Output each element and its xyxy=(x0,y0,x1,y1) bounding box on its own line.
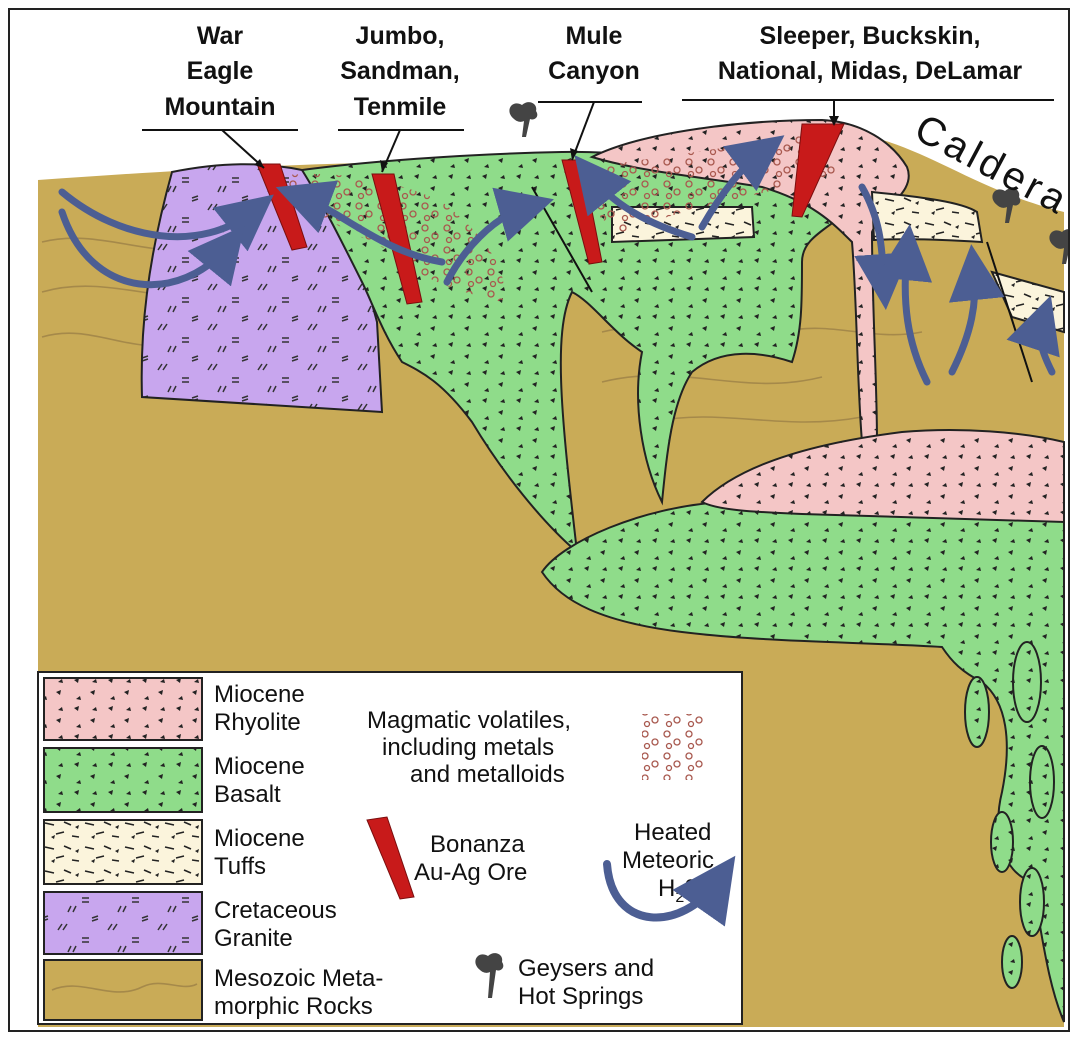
label-war-eagle: War Eagle Mountain xyxy=(142,22,298,168)
legend-swatch-rhyolite xyxy=(44,678,202,740)
legend-rhyolite-2: Rhyolite xyxy=(214,709,301,736)
label-jumbo: Jumbo, Sandman, Tenmile xyxy=(338,22,464,172)
legend-metamorphic-1: Mesozoic Meta- xyxy=(214,965,383,992)
legend-rhyolite-1: Miocene xyxy=(214,681,305,708)
legend-basalt-2: Basalt xyxy=(214,781,281,808)
legend-swatch-tuffs xyxy=(44,820,202,884)
jumbo-line2: Sandman, xyxy=(340,57,459,85)
jumbo-line1: Jumbo, xyxy=(356,22,445,50)
war-eagle-line1: War xyxy=(197,22,244,50)
legend-water-2: Meteoric xyxy=(622,847,714,874)
legend-swatch-metamorphic xyxy=(44,960,202,1020)
legend-tuffs-2: Tuffs xyxy=(214,853,266,880)
label-sleeper: Sleeper, Buckskin, National, Midas, DeLa… xyxy=(682,22,1054,126)
mule-line2: Canyon xyxy=(548,57,640,85)
legend-geysers-1: Geysers and xyxy=(518,955,654,982)
legend-swatch-basalt xyxy=(44,748,202,812)
legend-granite-2: Granite xyxy=(214,925,293,952)
war-eagle-line2: Eagle xyxy=(187,57,254,85)
legend: Miocene Rhyolite Miocene Basalt Miocene … xyxy=(38,672,742,1024)
legend-basalt-1: Miocene xyxy=(214,753,305,780)
war-eagle-line3: Mountain xyxy=(164,93,275,121)
legend-ore-1: Bonanza xyxy=(430,831,525,858)
diagram-frame: Caldera War Eagle Mountain Jumbo, Sandma… xyxy=(8,8,1070,1032)
volatiles-icon xyxy=(642,714,704,780)
legend-swatch-granite xyxy=(44,892,202,954)
jumbo-line3: Tenmile xyxy=(354,93,447,121)
legend-tuffs-1: Miocene xyxy=(214,825,305,852)
geologic-cross-section: Caldera War Eagle Mountain Jumbo, Sandma… xyxy=(10,10,1068,1030)
legend-water-1: Heated xyxy=(634,819,711,846)
label-mule: Mule Canyon xyxy=(538,22,642,160)
sleeper-line2: National, Midas, DeLamar xyxy=(718,57,1023,85)
legend-volatiles-3: and metalloids xyxy=(410,761,565,788)
legend-granite-1: Cretaceous xyxy=(214,897,337,924)
sleeper-line1: Sleeper, Buckskin, xyxy=(760,22,981,50)
legend-ore-2: Au-Ag Ore xyxy=(414,859,527,886)
mule-line1: Mule xyxy=(566,22,623,50)
legend-metamorphic-2: morphic Rocks xyxy=(214,993,373,1020)
legend-geysers-2: Hot Springs xyxy=(518,983,643,1010)
legend-volatiles-2: including metals xyxy=(382,734,554,761)
legend-volatiles-1: Magmatic volatiles, xyxy=(367,707,571,734)
